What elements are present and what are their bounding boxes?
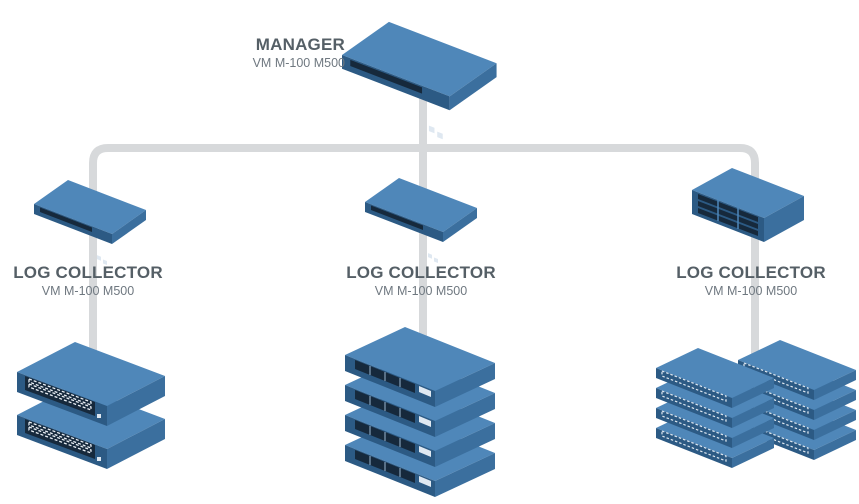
connection-lines (89, 92, 759, 444)
collector-left-label: LOG COLLECTOR VM M-100 M500 (8, 264, 168, 298)
collector-right-server-chassis-icon (692, 168, 804, 242)
collector-center-models: VM M-100 M500 (374, 284, 468, 298)
collector-left-title: LOG COLLECTOR (13, 263, 163, 282)
manager-label: MANAGER VM M-100 M500 (205, 36, 345, 70)
collector-center-label: LOG COLLECTOR VM M-100 M500 (341, 264, 501, 298)
collector-right-models: VM M-100 M500 (704, 284, 798, 298)
collector-center-title: LOG COLLECTOR (346, 263, 496, 282)
collector-right-label: LOG COLLECTOR VM M-100 M500 (671, 264, 831, 298)
manager-models: VM M-100 M500 (252, 56, 345, 70)
collector-right-title: LOG COLLECTOR (676, 263, 826, 282)
manager-title: MANAGER (255, 35, 345, 54)
left-firewall-stack-icon (16, 341, 166, 470)
collector-left-models: VM M-100 M500 (41, 284, 135, 298)
center-firewall-stack-icon (344, 326, 496, 498)
right-firewall-stack-icon (655, 339, 857, 469)
